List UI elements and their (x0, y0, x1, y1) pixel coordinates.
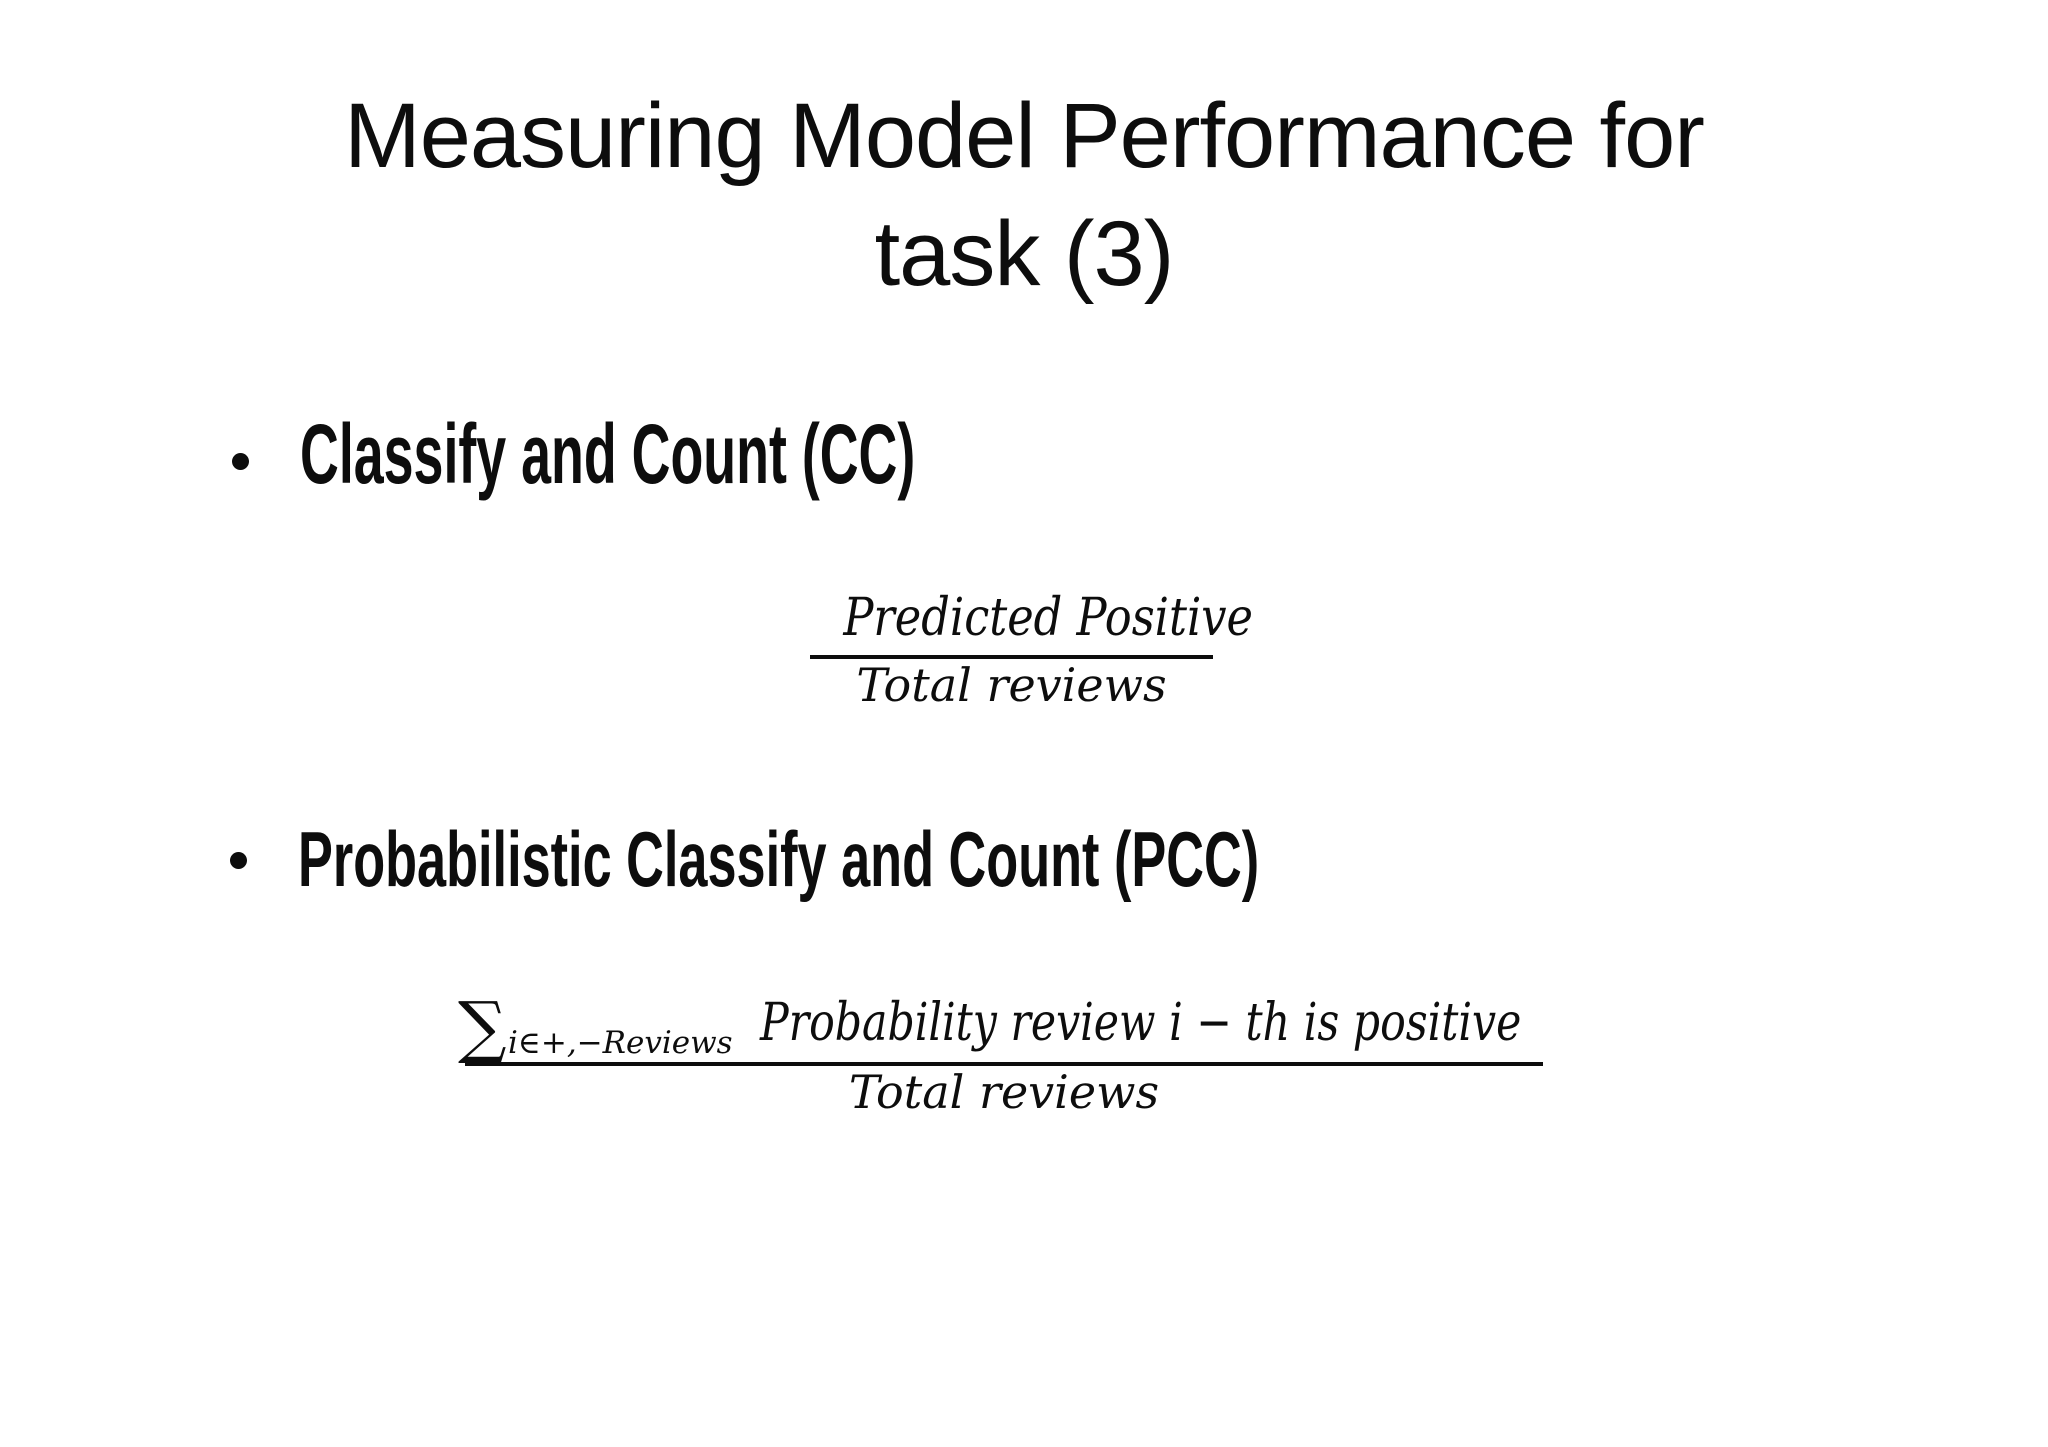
bullet-item-cc: Classify and Count (CC) (300, 412, 1261, 496)
formula-pcc-fraction-bar (465, 1062, 1543, 1066)
formula-cc-denominator: Total reviews (856, 658, 1167, 712)
slide-title-line2: task (3) (874, 203, 1175, 305)
formula-pcc-numerator: Probability review i − th is positive (760, 997, 1688, 1049)
bullet-item-cc-label: Classify and Count (CC) (300, 407, 916, 501)
formula-pcc-denominator: Total reviews (848, 1065, 1160, 1119)
slide-title: Measuring Model Performance for task (3) (0, 77, 2048, 313)
formula-pcc-sum-symbol: ∑ (458, 988, 507, 1067)
bullet-item-pcc-label: Probabilistic Classify and Count (PCC) (298, 815, 1260, 903)
slide-title-line1: Measuring Model Performance for (344, 85, 1705, 187)
formula-cc-numerator: Predicted Positive (810, 592, 1253, 644)
formula-cc-fraction-bar (810, 655, 1213, 659)
formula-pcc-sum-subscript: i∈+,−Reviews (508, 1025, 733, 1061)
bullet-marker-cc (232, 453, 249, 470)
formula-pcc-numerator-text: Probability review i − th is positive (760, 993, 1522, 1053)
bullet-marker-pcc (230, 852, 247, 869)
bullet-item-pcc: Probabilistic Classify and Count (PCC) (298, 820, 1733, 898)
formula-cc-numerator-text: Predicted Positive (843, 588, 1253, 648)
